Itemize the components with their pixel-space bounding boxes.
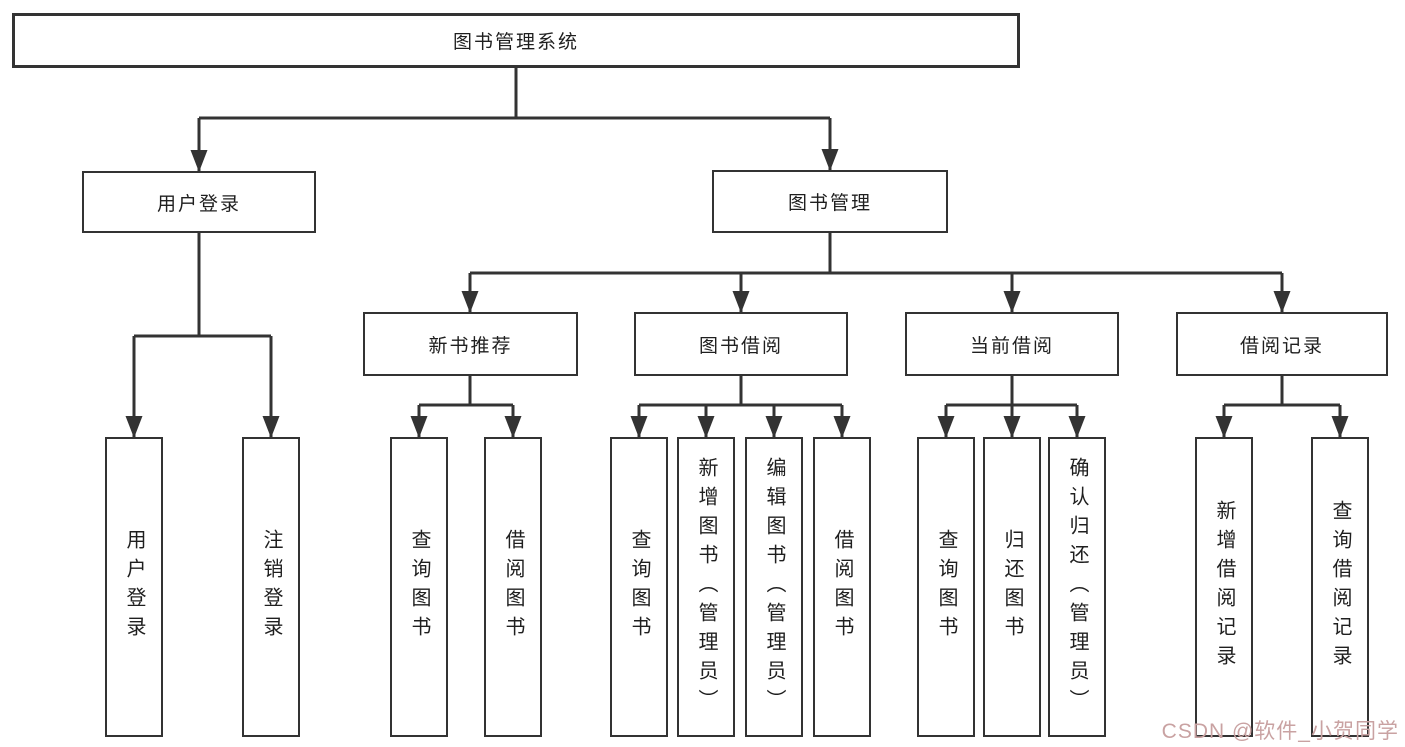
node-user-login-module: 用户登录 — [82, 171, 316, 233]
node-book-management-module: 图书管理 — [712, 170, 948, 233]
node-label: 查询图书 — [935, 529, 957, 645]
node-label: 借阅图书 — [831, 529, 853, 645]
node-label: 查询图书 — [408, 529, 430, 645]
node-user-login-action: 用户登录 — [105, 437, 163, 737]
node-label: 注销登录 — [260, 529, 282, 645]
node-logout-action: 注销登录 — [242, 437, 300, 737]
node-edit-books-admin: 编辑图书（管理员） — [745, 437, 803, 737]
node-label: 新增图书（管理员） — [695, 456, 717, 718]
node-borrow-books-action: 借阅图书 — [813, 437, 871, 737]
node-new-book-recommendation: 新书推荐 — [363, 312, 578, 376]
node-query-books-current: 查询图书 — [917, 437, 975, 737]
node-label: 用户登录 — [123, 529, 145, 645]
node-return-books: 归还图书 — [983, 437, 1041, 737]
node-label: 新增借阅记录 — [1213, 500, 1235, 674]
node-query-books-borrowing: 查询图书 — [610, 437, 668, 737]
node-label: 查询图书 — [628, 529, 650, 645]
node-add-borrow-record: 新增借阅记录 — [1195, 437, 1253, 737]
node-add-books-admin: 新增图书（管理员） — [677, 437, 735, 737]
csdn-watermark: CSDN @软件_小贺同学 — [1161, 720, 1399, 743]
node-confirm-return-admin: 确认归还（管理员） — [1048, 437, 1106, 737]
node-library-system-root: 图书管理系统 — [12, 13, 1020, 68]
node-current-borrowing: 当前借阅 — [905, 312, 1119, 376]
node-query-books-recommend: 查询图书 — [390, 437, 448, 737]
node-label: 确认归还（管理员） — [1066, 456, 1088, 718]
node-borrow-books-recommend: 借阅图书 — [484, 437, 542, 737]
node-label: 编辑图书（管理员） — [763, 456, 785, 718]
node-book-borrowing: 图书借阅 — [634, 312, 848, 376]
node-label: 查询借阅记录 — [1329, 500, 1351, 674]
node-query-borrow-record: 查询借阅记录 — [1311, 437, 1369, 737]
node-label: 归还图书 — [1001, 529, 1023, 645]
node-label: 借阅图书 — [502, 529, 524, 645]
node-borrow-records: 借阅记录 — [1176, 312, 1388, 376]
